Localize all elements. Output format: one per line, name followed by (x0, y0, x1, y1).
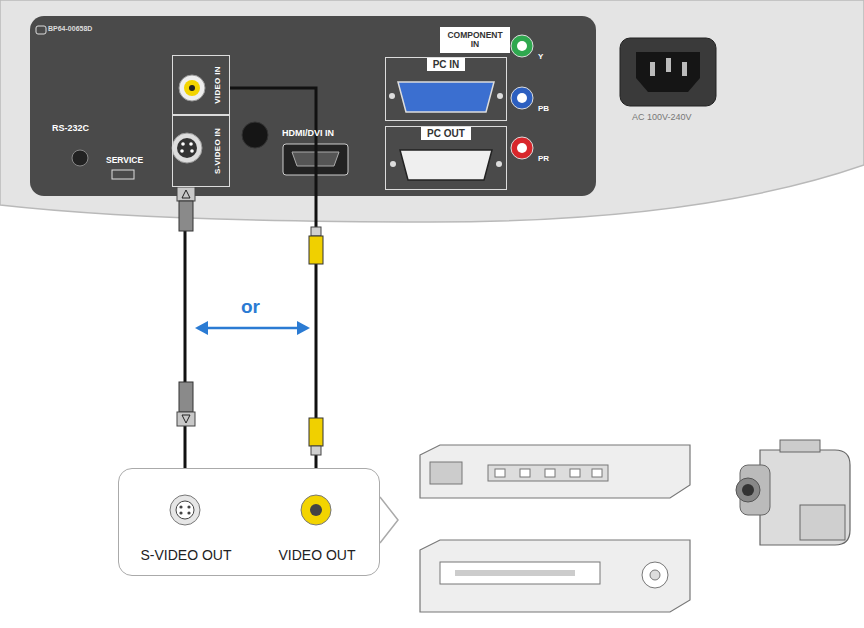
s-video-pin (180, 149, 184, 153)
screw (497, 93, 503, 99)
or-label: or (241, 296, 260, 318)
or-arrow-head (297, 321, 310, 335)
port-label: SERVICE (106, 155, 143, 165)
pc-out-vga-port (400, 150, 492, 180)
s-video-in-panel: S-VIDEO IN (172, 115, 230, 187)
port-label: PC OUT (421, 127, 471, 140)
jack-ring (517, 41, 527, 51)
s-video-out-jack (170, 495, 200, 525)
video-in-jack (179, 75, 205, 101)
port-label: HDMI/DVI IN (282, 128, 334, 138)
s-video-in-jack (172, 133, 202, 163)
or-arrow-line (203, 327, 302, 330)
source-output-callout: S-VIDEO OUT VIDEO OUT (118, 468, 380, 576)
rs232c-jack (72, 150, 88, 166)
video-plug-bottom (309, 418, 323, 455)
screw (390, 161, 396, 167)
component-mark: Y (538, 52, 543, 61)
callout-pointer (380, 497, 398, 543)
power-pin (682, 62, 687, 76)
component-mark: PR (538, 154, 549, 163)
video-in-jack-ring (184, 80, 200, 96)
port-label: VIDEO IN (213, 66, 222, 104)
pc-out-panel: PC OUT (385, 126, 507, 190)
pc-in-panel: PC IN (385, 57, 507, 121)
video-plug-top (309, 227, 323, 264)
s-video-plug-bottom (177, 382, 195, 426)
component-pb-jack (511, 87, 533, 109)
sensor-window (242, 122, 268, 148)
video-out-jack (301, 495, 331, 525)
screw (496, 161, 502, 167)
s-video-plug-top (177, 187, 195, 231)
port-label: S-VIDEO OUT (140, 547, 231, 563)
port-label: RS-232C (52, 123, 89, 133)
s-video-pin (181, 142, 185, 146)
port-label: S-VIDEO IN (213, 128, 222, 174)
s-video-pin (189, 142, 193, 146)
s-video-pin (187, 505, 190, 508)
port-label: COMPONENT IN (442, 31, 508, 49)
component-mark: PB (538, 104, 549, 113)
model-number: BP64-00658D (48, 25, 92, 32)
power-pin (666, 58, 671, 72)
port-label: PC IN (427, 58, 466, 71)
video-in-jack-pin (189, 85, 195, 91)
component-in-tab: COMPONENT IN (440, 27, 510, 53)
jack-ring (517, 93, 527, 103)
av-cable (230, 88, 316, 468)
jack-ring (517, 143, 527, 153)
component-y-jack (511, 35, 533, 57)
model-mark (36, 26, 46, 34)
power-pin (650, 62, 655, 76)
component-pr-jack (511, 137, 533, 159)
s-video-in-jack-socket (177, 138, 197, 158)
video-out-jack-pin (310, 504, 322, 516)
or-arrow-head (195, 321, 208, 335)
dvd-player (420, 445, 690, 498)
s-video-pin (190, 149, 194, 153)
power-socket-opening (636, 52, 700, 92)
s-video-pin (187, 511, 190, 514)
projector-housing (0, 0, 864, 222)
service-port (112, 170, 134, 179)
power-rating: AC 100V-240V (632, 112, 692, 122)
s-video-out-socket (176, 501, 194, 519)
s-video-pin (179, 505, 182, 508)
s-video-pin (179, 511, 182, 514)
power-socket (620, 38, 716, 106)
connector-panel (30, 16, 596, 196)
port-label: VIDEO OUT (278, 547, 355, 563)
camcorder (736, 440, 850, 545)
vcr-player (420, 540, 690, 612)
pc-in-vga-port (398, 82, 494, 112)
screw (389, 93, 395, 99)
video-in-panel: VIDEO IN (172, 55, 230, 115)
